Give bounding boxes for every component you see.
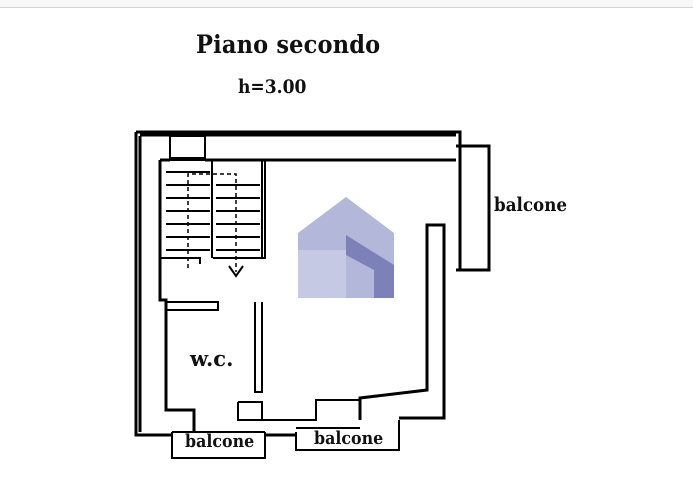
- bottom-wall: [172, 427, 360, 433]
- house-logo-icon: [298, 197, 394, 298]
- room-label-balcone-bottom-center: balcone: [314, 428, 384, 449]
- balcone-bottom-left-outline: [171, 432, 266, 459]
- wc-right-wall: [254, 302, 263, 393]
- balcone-right-outline: [456, 144, 491, 272]
- window-top-border: [0, 0, 693, 8]
- plan-title: Piano secondo: [196, 30, 381, 59]
- room-label-balcone-bottom-left: balcone: [185, 431, 255, 452]
- balcone-bottom-center-outline: [295, 420, 400, 451]
- outer-wall: [134, 130, 462, 437]
- room-label-balcone-right: balcone: [494, 194, 568, 216]
- wc-door-wall: [237, 399, 360, 421]
- stair-top-box: [169, 135, 206, 159]
- left-inner-wall: [158, 160, 196, 432]
- stair-divider: [211, 160, 263, 258]
- stair-walk-line: [187, 173, 237, 272]
- ceiling-height-label: h=3.00: [238, 76, 307, 98]
- wc-top-wall: [166, 301, 219, 311]
- arrow-down-icon: [228, 265, 244, 278]
- room-label-wc: w.c.: [190, 346, 234, 371]
